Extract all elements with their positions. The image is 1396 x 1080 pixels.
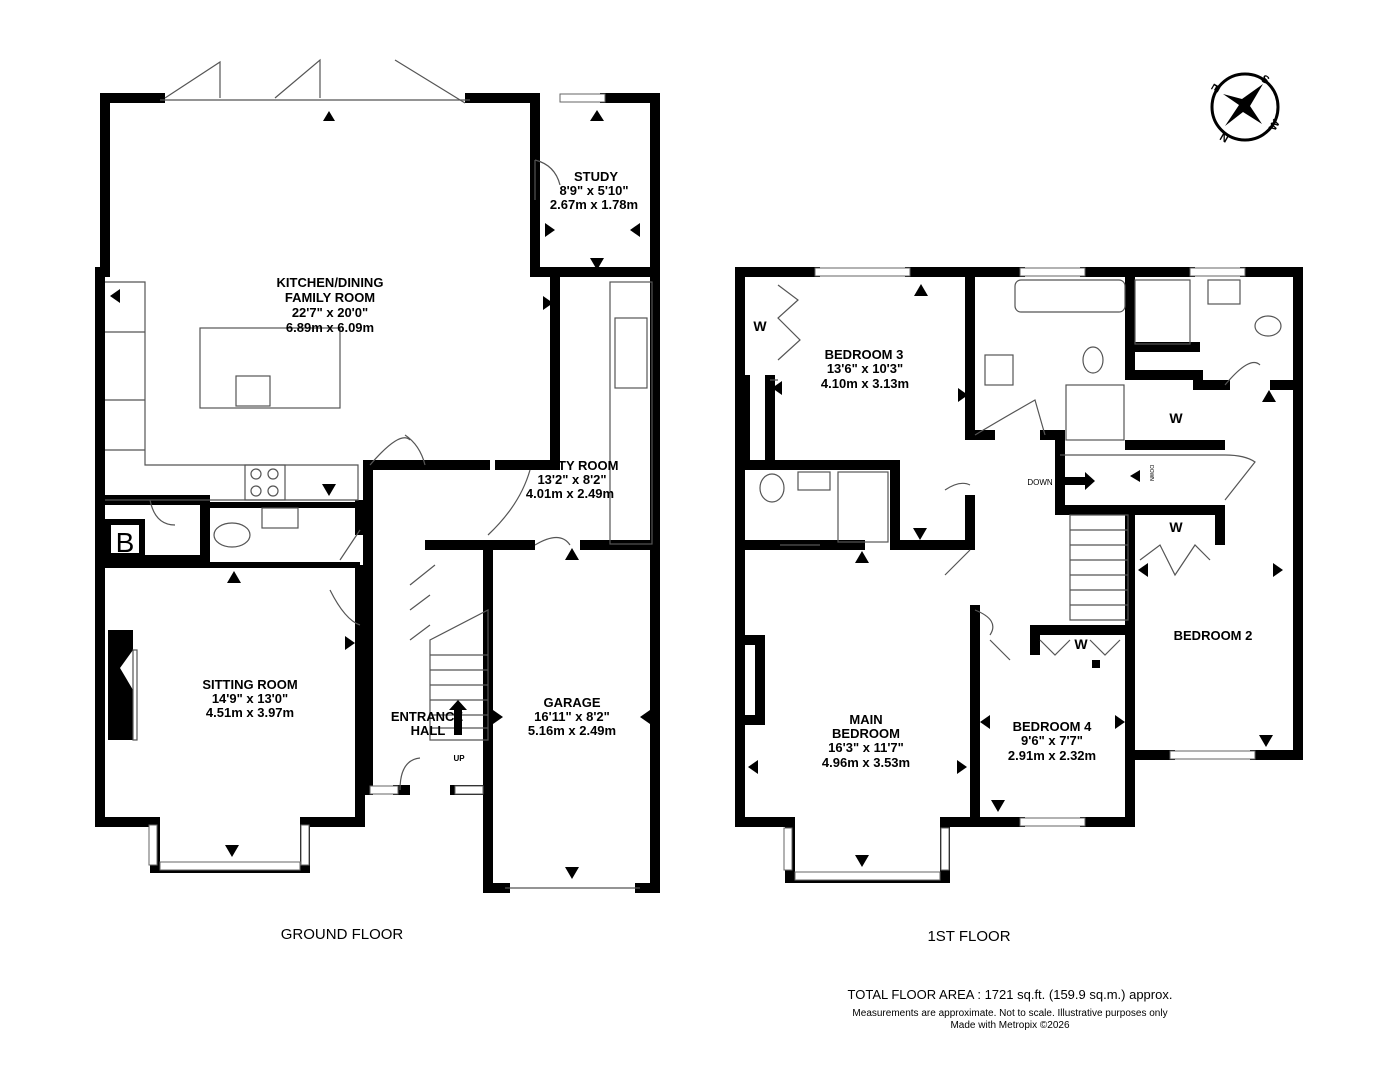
hall-name: ENTRANCE [391,709,464,724]
bedroom4-wardrobe: W [1074,636,1088,652]
main-bedroom-name-2: BEDROOM [832,726,900,741]
study-name: STUDY [574,169,618,184]
disclaimer: Measurements are approximate. Not to sca… [852,1008,1168,1019]
kitchen-name: KITCHEN/DINING [277,275,384,290]
kitchen-imperial: 22'7" x 20'0" [292,305,368,320]
credit: Made with Metropix ©2026 [950,1020,1070,1031]
bedroom3-imperial: 13'6" x 10'3" [827,361,903,376]
bedroom4-name: BEDROOM 4 [1013,719,1093,734]
ground-floor-caption: GROUND FLOOR [281,926,404,943]
stairs-up-label: UP [453,754,465,763]
bedroom3-wardrobe: W [753,318,767,334]
bedroom2-wardrobe-2: W [1169,519,1183,535]
kitchen-name-2: FAMILY ROOM [285,290,375,305]
utility-metric: 4.01m x 2.49m [526,486,614,501]
main-bedroom-imperial: 16'3" x 11'7" [828,740,904,755]
total-floor-area: TOTAL FLOOR AREA : 1721 sq.ft. (159.9 sq… [847,987,1173,1002]
garage-imperial: 16'11" x 8'2" [534,709,610,724]
study-imperial: 8'9" x 5'10" [559,183,628,198]
hall-name-2: HALL [411,723,446,738]
compass-icon: S W N E [1208,72,1283,144]
main-bedroom-name: MAIN [849,712,882,727]
bedroom4-metric: 2.91m x 2.32m [1008,748,1096,763]
garage-name: GARAGE [543,695,600,710]
ground-floor-labels: KITCHEN/DINING FAMILY ROOM 22'7" x 20'0"… [116,169,638,943]
first-floor-walls [735,267,1303,883]
bedroom3-name: BEDROOM 3 [825,347,904,362]
bedroom2-wardrobe-1: W [1169,410,1183,426]
utility-name: UTILITY ROOM [526,458,619,473]
utility-imperial: 13'2" x 8'2" [537,472,606,487]
ground-floor-walls [95,58,660,893]
study-metric: 2.67m x 1.78m [550,197,638,212]
bedroom2-name: BEDROOM 2 [1174,628,1253,643]
compass-n: N [1218,130,1231,144]
first-floor-labels: W BEDROOM 3 13'6" x 10'3" 4.10m x 3.13m … [753,318,1252,945]
kitchen-metric: 6.89m x 6.09m [286,320,374,335]
first-floor-caption: 1ST FLOOR [927,928,1010,945]
main-bedroom-metric: 4.96m x 3.53m [822,755,910,770]
boiler-label: B [116,527,135,558]
bedroom4-imperial: 9'6" x 7'7" [1021,733,1083,748]
garage-metric: 5.16m x 2.49m [528,723,616,738]
sitting-metric: 4.51m x 3.97m [206,705,294,720]
stairs-down-label: DOWN [1027,478,1053,487]
sitting-imperial: 14'9" x 13'0" [212,691,288,706]
sitting-name: SITTING ROOM [202,677,297,692]
bedroom3-metric: 4.10m x 3.13m [821,376,909,391]
stairs-down-label-2: DOWN [1148,465,1154,481]
